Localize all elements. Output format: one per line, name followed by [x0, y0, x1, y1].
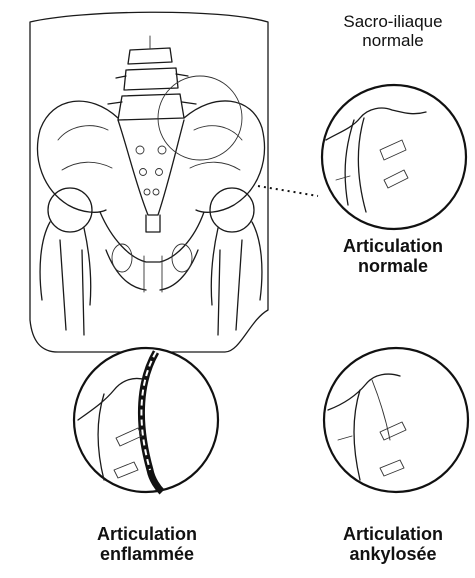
spine: [108, 36, 196, 120]
left-ilium: [38, 101, 118, 212]
normal-joint-caption: Articulation normale: [318, 236, 468, 276]
leader-line: [258, 186, 318, 196]
right-hip: [210, 188, 262, 335]
ankylosed-joint-caption: Articulation ankylosée: [318, 524, 468, 564]
inflamed-joint-circle: [74, 348, 218, 492]
inflamed-joint-caption: Articulation enflammée: [72, 524, 222, 564]
ankylosed-joint-circle: [324, 348, 468, 492]
pubis: [100, 212, 204, 292]
normal-joint-circle: [322, 85, 466, 229]
left-hip: [40, 188, 92, 335]
normal-joint-title: Sacro-iliaque normale: [318, 12, 468, 50]
sacrum: [118, 120, 184, 232]
right-ilium: [184, 101, 264, 212]
